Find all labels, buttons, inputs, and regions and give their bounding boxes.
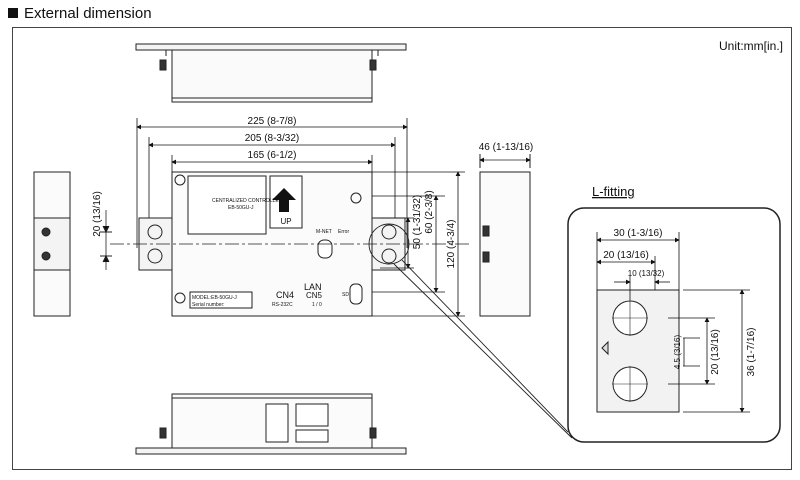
cn4-label: CN4 — [276, 290, 294, 300]
detail-leader — [368, 223, 573, 439]
top-view — [135, 43, 407, 103]
device-model: EB-50GU-J — [228, 205, 254, 211]
lfitting-dimensions — [596, 232, 750, 413]
up-label: UP — [280, 217, 291, 226]
error-label: Error — [338, 229, 349, 235]
sd-label: SD — [342, 292, 349, 298]
plate-serial: Serial number: — [192, 302, 225, 308]
lfit-dim-20h: 20 (13/16) — [710, 329, 721, 375]
section-title: External dimension — [8, 4, 152, 24]
dim-225: 225 (8-7/8) — [248, 116, 297, 127]
dim-46: 46 (1-13/16) — [479, 142, 533, 153]
dim-20: 20 (13/16) — [92, 191, 103, 237]
lfit-dim-4-5: 4.5 (3/16) — [673, 335, 682, 370]
cn5-sub: 1 / 0 — [312, 302, 322, 308]
section-title-text: External dimension — [24, 5, 152, 22]
right-side-view — [479, 154, 531, 317]
dim-205: 205 (8-3/32) — [245, 133, 299, 144]
lfitting-title: L-fitting — [592, 184, 635, 199]
dim-60: 60 (2-3/8) — [424, 190, 435, 233]
lfit-dim-36: 36 (1-7/16) — [746, 328, 757, 377]
diagram-frame — [12, 27, 792, 470]
front-view — [110, 171, 470, 317]
plate-model: MODEL:EB-50GU-J — [192, 295, 237, 301]
device-name: CENTRALIZED CONTROLLER — [212, 198, 283, 204]
cn5-label: CN5 — [306, 291, 323, 300]
lfit-dim-20w: 20 (13/16) — [603, 250, 649, 261]
left-side-view — [33, 171, 112, 317]
lfit-dim-10: 10 (13/32) — [628, 269, 665, 278]
lfit-dim-30: 30 (1-3/16) — [614, 228, 663, 239]
width-dimensions — [136, 118, 408, 248]
bottom-view — [135, 393, 407, 455]
lfitting-detail — [567, 207, 781, 443]
cn4-sub: RS-232C — [272, 302, 293, 308]
dim-50: 50 (1-31/32) — [412, 195, 423, 249]
lan-label: LAN — [304, 282, 322, 292]
mnet-label: M-NET — [316, 229, 332, 235]
dim-120: 120 (4-3/4) — [446, 220, 457, 269]
unit-label: Unit:mm[in.] — [719, 39, 783, 53]
dim-165: 165 (6-1/2) — [248, 150, 297, 161]
bullet-square-icon — [8, 8, 18, 18]
